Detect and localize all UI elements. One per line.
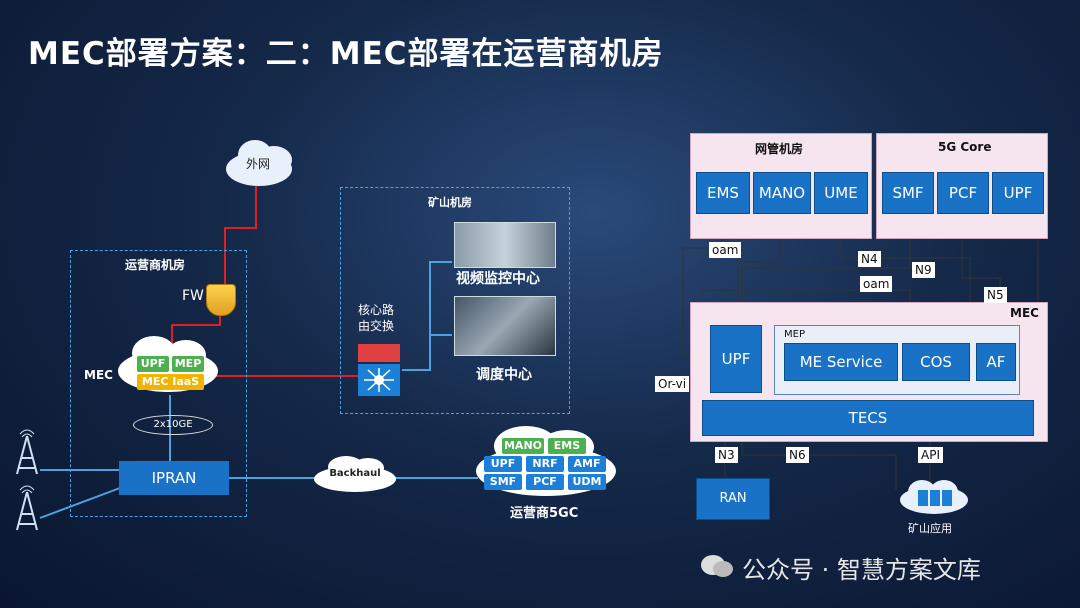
tag-oam-1: oam xyxy=(709,242,742,258)
tecs-box: TECS xyxy=(702,400,1034,436)
mec-upf-chip: UPF xyxy=(137,356,169,372)
tag-n4: N4 xyxy=(858,251,881,267)
internet-label: 外网 xyxy=(245,157,270,171)
base-station-icon xyxy=(12,428,42,476)
5gc-amf-chip: AMF xyxy=(568,456,606,472)
carrier-5gc-label: 运营商5GC xyxy=(510,506,579,521)
5gc-smf-chip: SMF xyxy=(484,474,522,490)
nm-room-label: 网管机房 xyxy=(755,142,804,156)
nm-ume-box: UME xyxy=(814,172,868,214)
firewall-label: FW xyxy=(182,288,204,304)
video-monitor-image xyxy=(454,222,556,268)
page-title: MEC部署方案：二：MEC部署在运营商机房 xyxy=(28,36,664,72)
tag-or-vi: Or-vi xyxy=(655,376,690,392)
video-center-label: 视频监控中心 xyxy=(456,271,540,287)
mec-mep-chip: MEP xyxy=(172,356,204,372)
mec-box-label: MEC xyxy=(1010,306,1039,320)
tag-n5: N5 xyxy=(984,287,1007,303)
backhaul-label: Backhaul xyxy=(329,468,381,479)
af-box: AF xyxy=(976,343,1016,381)
base-station-icon xyxy=(12,484,42,532)
5gc-pcf-chip: PCF xyxy=(526,474,564,490)
tag-n3: N3 xyxy=(715,447,738,463)
mine-room-label: 矿山机房 xyxy=(428,196,472,209)
core-switch-icon xyxy=(356,342,402,398)
me-service-box: ME Service xyxy=(784,343,898,381)
ran-box: RAN xyxy=(696,478,770,520)
mep-label: MEP xyxy=(784,329,805,340)
link-label: 2x10GE xyxy=(133,415,213,435)
core-smf-box: SMF xyxy=(882,172,934,214)
mine-app-label: 矿山应用 xyxy=(908,522,952,535)
dispatch-center-label: 调度中心 xyxy=(476,367,532,383)
cos-box: COS xyxy=(902,343,970,381)
mine-room-box xyxy=(340,187,570,414)
carrier-room-label: 运营商机房 xyxy=(125,258,186,272)
footer-watermark: 公众号 · 智慧方案文库 xyxy=(742,556,981,584)
mine-app-icon xyxy=(898,476,970,516)
nm-ems-box: EMS xyxy=(696,172,750,214)
5gc-upf-chip: UPF xyxy=(484,456,522,472)
mec-iaas-chip: MEC IaaS xyxy=(137,374,204,390)
wechat-icon xyxy=(700,553,734,579)
core-switch-label: 核心路 由交换 xyxy=(358,303,395,333)
tag-api: API xyxy=(918,447,943,463)
tag-n9: N9 xyxy=(912,262,935,278)
mec-label: MEC xyxy=(84,368,113,382)
nm-mano-box: MANO xyxy=(753,172,811,214)
carrier-room-box xyxy=(70,250,247,517)
core-pcf-box: PCF xyxy=(937,172,989,214)
5gc-nrf-chip: NRF xyxy=(526,456,564,472)
5gc-mano-chip: MANO xyxy=(502,438,544,454)
5gc-udm-chip: UDM xyxy=(568,474,606,490)
dispatch-room-image xyxy=(454,296,556,356)
tag-n6: N6 xyxy=(786,447,809,463)
firewall-icon xyxy=(206,284,236,316)
core-upf-box: UPF xyxy=(992,172,1044,214)
core-label: 5G Core xyxy=(938,140,992,154)
mec-upf-box: UPF xyxy=(710,325,762,393)
5gc-ems-chip: EMS xyxy=(548,438,586,454)
tag-oam-2: oam xyxy=(860,276,893,292)
ipran-box: IPRAN xyxy=(119,461,229,495)
